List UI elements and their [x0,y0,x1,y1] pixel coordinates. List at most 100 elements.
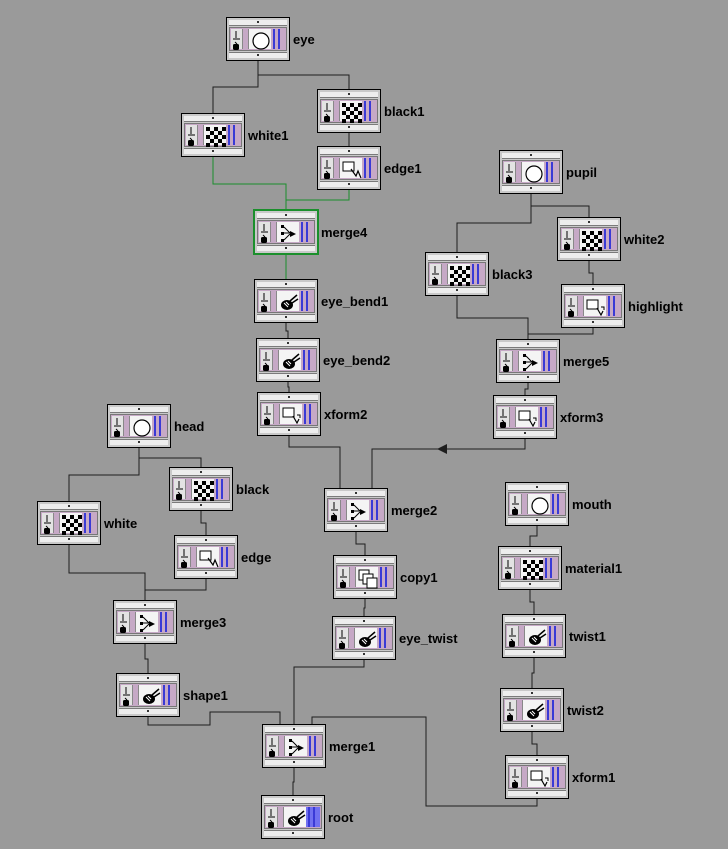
template-flag[interactable] [158,612,172,632]
wire-eye-to-black1[interactable] [257,61,350,89]
output-connector[interactable] [508,790,566,796]
input-connector[interactable] [501,549,559,555]
output-connector[interactable] [110,439,168,445]
input-connector[interactable] [327,491,385,497]
wire-xform3-to-merge2[interactable] [371,439,526,488]
input-connector[interactable] [508,758,566,764]
node-shape1[interactable] [116,673,180,717]
display-flag-icon[interactable] [501,351,513,372]
node-body[interactable] [116,610,174,634]
output-connector[interactable] [508,517,566,523]
display-flag-icon[interactable] [231,29,243,50]
node-black[interactable] [169,467,233,511]
wire-eye_bend1-to-eye_bend2[interactable] [285,323,289,338]
template-flag[interactable] [470,264,484,284]
node-body[interactable] [502,160,560,184]
node-body[interactable] [110,414,168,438]
template-flag[interactable] [299,222,313,242]
wire-eye-to-white1[interactable] [212,61,259,113]
display-flag-icon[interactable] [505,700,517,721]
display-flag-icon[interactable] [118,612,130,633]
template-flag[interactable] [544,162,558,182]
output-connector[interactable] [336,590,394,596]
display-flag-icon[interactable] [562,229,574,250]
node-body[interactable] [560,227,618,251]
wire-black-to-edge[interactable] [200,511,207,535]
template-flag[interactable] [226,125,240,145]
output-connector[interactable] [172,502,230,508]
node-merge1[interactable] [262,724,326,768]
node-twist1[interactable] [502,614,566,658]
wire-merge5-to-xform3[interactable] [524,383,529,395]
node-body[interactable] [184,123,242,147]
wire-twist1-to-twist2[interactable] [531,658,535,688]
input-connector[interactable] [172,470,230,476]
input-connector[interactable] [560,220,618,226]
input-connector[interactable] [320,92,378,98]
wire-edge1-to-merge4[interactable] [285,190,350,210]
template-flag[interactable] [378,567,392,587]
output-connector[interactable] [327,523,385,529]
wire-eye_bend2-to-xform2[interactable] [287,382,290,392]
wire-merge2-to-copy1[interactable] [355,532,366,555]
template-flag[interactable] [362,158,376,178]
template-flag[interactable] [541,351,555,371]
template-flag[interactable] [538,407,552,427]
output-connector[interactable] [564,319,622,325]
node-copy1[interactable] [333,555,397,599]
display-flag-icon[interactable] [259,291,271,312]
wire-pupil-to-black3[interactable] [456,194,532,252]
display-flag-icon[interactable] [504,162,516,183]
node-body[interactable] [501,556,559,580]
display-flag-icon[interactable] [503,558,515,579]
node-body[interactable] [119,683,177,707]
input-connector[interactable] [177,538,235,544]
node-root[interactable] [261,795,325,839]
node-body[interactable] [257,220,315,244]
template-flag[interactable] [302,404,316,424]
node-material1[interactable] [498,546,562,590]
output-connector[interactable] [229,52,287,58]
node-white2[interactable] [557,217,621,261]
wire-twist2-to-xform1[interactable] [531,732,538,755]
display-flag-icon[interactable] [267,736,279,757]
output-connector[interactable] [264,830,322,836]
input-connector[interactable] [499,342,557,348]
node-body[interactable] [265,734,323,758]
node-eye[interactable] [226,17,290,61]
display-flag-icon[interactable] [430,264,442,285]
output-connector[interactable] [501,581,559,587]
node-body[interactable] [257,289,315,313]
node-eye-bend1[interactable] [254,279,318,323]
template-flag[interactable] [362,101,376,121]
node-edge1[interactable] [317,146,381,190]
template-flag[interactable] [301,350,315,370]
input-connector[interactable] [257,213,315,219]
template-flag[interactable] [307,736,321,756]
wire-xform1-to-merge1[interactable] [311,716,538,807]
input-connector[interactable] [564,287,622,293]
node-black3[interactable] [425,252,489,296]
output-connector[interactable] [184,148,242,154]
input-connector[interactable] [265,727,323,733]
node-twist2[interactable] [500,688,564,732]
node-body[interactable] [335,626,393,650]
wire-black3-to-merge5[interactable] [456,296,529,339]
node-highlight[interactable] [561,284,625,328]
display-flag-icon[interactable] [498,407,510,428]
input-connector[interactable] [335,619,393,625]
template-flag[interactable] [606,296,620,316]
output-connector[interactable] [503,723,561,729]
input-connector[interactable] [184,116,242,122]
node-body[interactable] [428,262,486,286]
output-connector[interactable] [335,651,393,657]
display-flag-icon[interactable] [322,158,334,179]
display-flag-icon[interactable] [566,296,578,317]
input-connector[interactable] [264,798,322,804]
node-body[interactable] [264,805,322,829]
input-connector[interactable] [259,341,317,347]
input-connector[interactable] [336,558,394,564]
output-connector[interactable] [259,373,317,379]
template-flag[interactable] [377,628,391,648]
input-connector[interactable] [119,676,177,682]
